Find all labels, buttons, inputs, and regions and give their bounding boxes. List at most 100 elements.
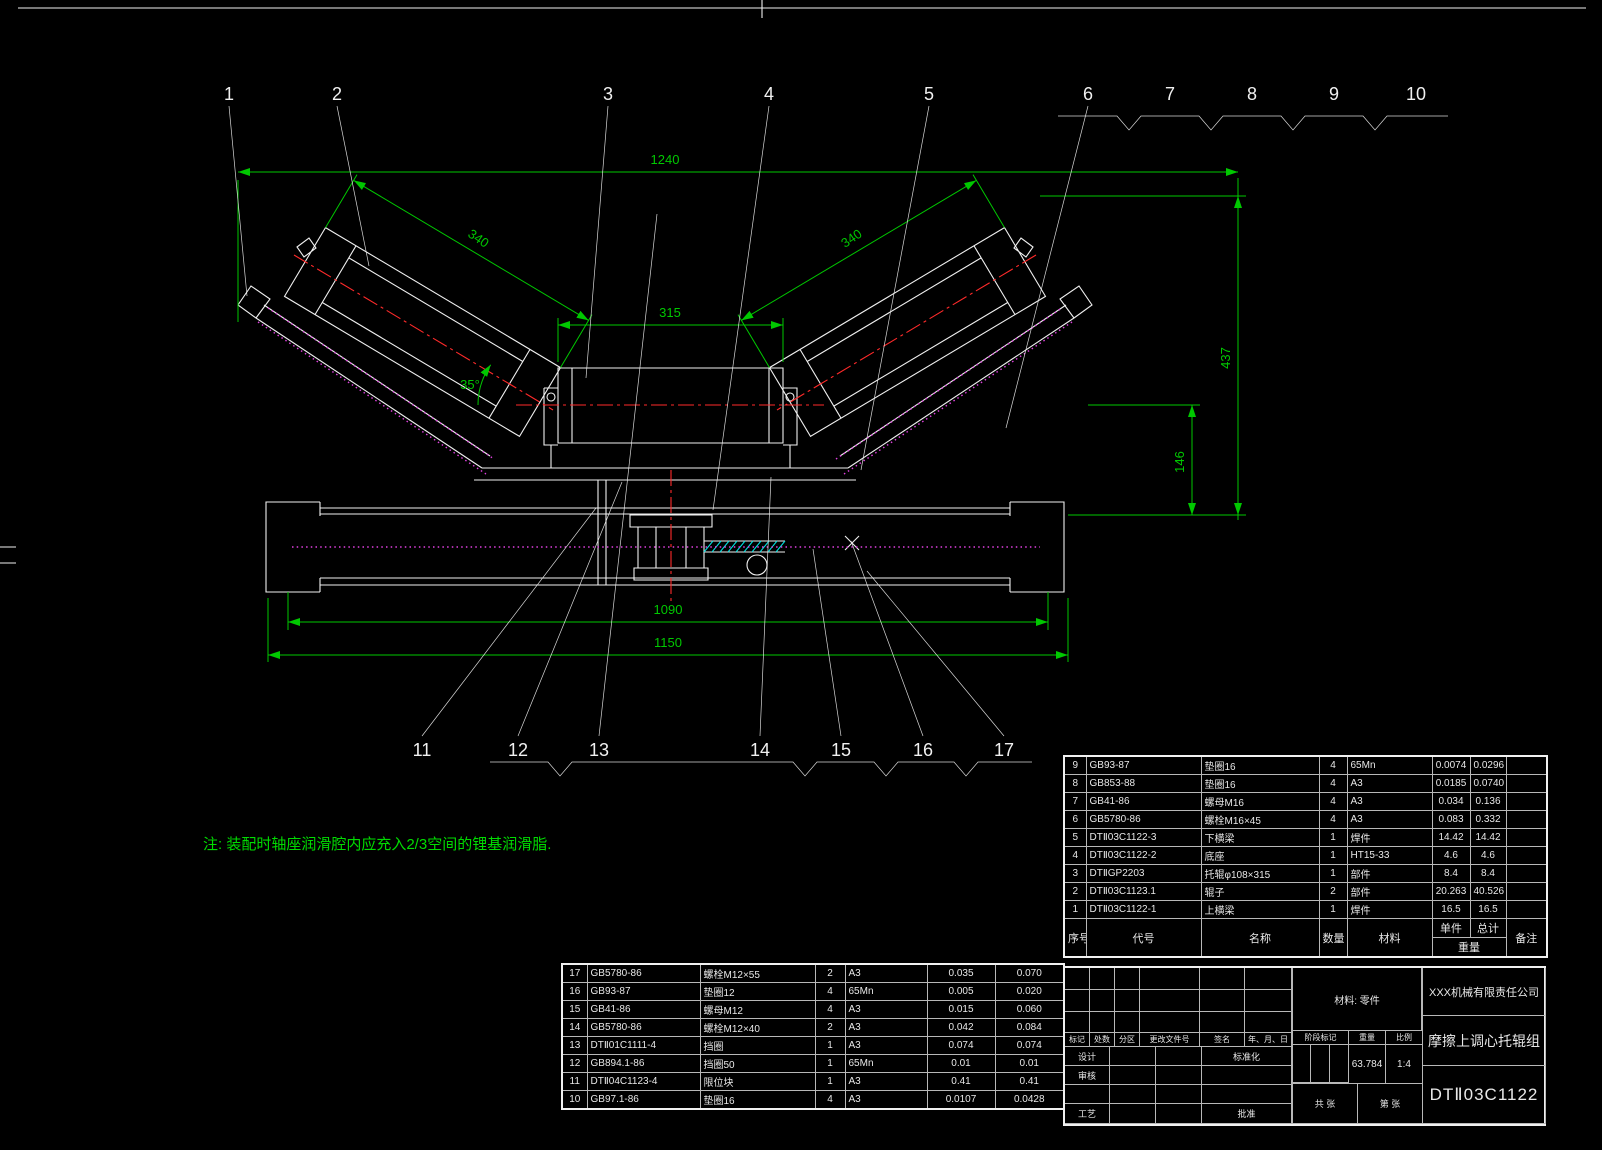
header-total-weight: 总计 — [1469, 918, 1507, 938]
col-unit-weight: 0.005 — [926, 982, 996, 1001]
callout-9: 9 — [1329, 84, 1339, 104]
col-no: 7 — [1063, 792, 1087, 811]
col-unit-weight: 0.01 — [926, 1054, 996, 1073]
col-total-weight: 14.42 — [1469, 828, 1507, 847]
col-qty: 4 — [1318, 810, 1348, 829]
centerlines — [293, 254, 1037, 602]
col-code: GB41-86 — [586, 1000, 701, 1019]
stage-box — [1311, 1045, 1330, 1083]
col-name: 挡圈50 — [699, 1054, 816, 1073]
col-code: GB5780-86 — [586, 963, 701, 983]
dimension-lines — [238, 168, 1242, 659]
col-unit-weight: 0.034 — [1431, 792, 1471, 811]
col-code: GB5780-86 — [586, 1018, 701, 1037]
col-code: GB41-86 — [1085, 792, 1202, 811]
callout-numbers-top: 1 2 3 4 5 6 7 8 9 10 — [224, 84, 1426, 104]
bom-header-row: 重量 — [1064, 937, 1547, 958]
col-material: A3 — [1346, 792, 1433, 811]
col-code: GB97.1-86 — [586, 1090, 701, 1110]
col-total-weight: 0.0296 — [1469, 755, 1507, 775]
col-material: A3 — [1346, 810, 1433, 829]
col-unit-weight: 16.5 — [1431, 900, 1471, 919]
signature-cell — [1110, 1066, 1156, 1085]
col-code: GB93-87 — [1085, 755, 1202, 775]
col-remark — [1505, 900, 1548, 919]
label-approve: 批准 — [1202, 1104, 1292, 1124]
signature-cell — [1202, 1085, 1292, 1104]
angle-arc-35 — [477, 364, 492, 406]
col-remark — [1505, 828, 1548, 847]
callout-11: 11 — [413, 740, 432, 760]
col-name: 底座 — [1200, 846, 1320, 865]
col-total-weight: 0.020 — [994, 982, 1065, 1001]
label-weight: 重量 — [1349, 1031, 1386, 1045]
col-qty: 2 — [814, 1018, 846, 1037]
col-qty: 2 — [814, 963, 846, 983]
col-qty: 1 — [1318, 846, 1348, 865]
revision-cell — [1115, 990, 1140, 1012]
header-remark: 备注 — [1505, 918, 1548, 958]
label-scale: 比例 — [1386, 1031, 1423, 1045]
col-unit-weight: 0.042 — [926, 1018, 996, 1037]
col-qty: 1 — [814, 1054, 846, 1073]
col-material: A3 — [844, 1036, 928, 1055]
col-name: 托辊φ108×315 — [1200, 864, 1320, 883]
col-qty: 4 — [814, 982, 846, 1001]
dim-text-1150: 1150 — [654, 635, 682, 650]
col-unit-weight: 8.4 — [1431, 864, 1471, 883]
col-unit-weight: 0.083 — [1431, 810, 1471, 829]
extension-lines — [237, 174, 1246, 662]
company-name: XXX机械有限责任公司 — [1422, 968, 1546, 1016]
col-no: 15 — [561, 1000, 588, 1019]
col-name: 下横梁 — [1200, 828, 1320, 847]
col-unit-weight: 0.015 — [926, 1000, 996, 1019]
dimension-texts: 1240 315 340 340 437 146 1090 1150 35° — [460, 152, 1233, 650]
stage-mark-boxes — [1293, 1045, 1349, 1084]
col-material: 65Mn — [844, 1054, 928, 1073]
label-standardize: 标准化 — [1202, 1047, 1292, 1066]
col-no: 12 — [561, 1054, 588, 1073]
header-qty: 数量 — [1318, 918, 1348, 958]
center-roller — [543, 367, 798, 468]
dim-text-1240: 1240 — [651, 152, 680, 167]
callout-leaders — [228, 105, 1089, 737]
revision-cell — [1090, 968, 1115, 990]
col-name: 挡圈 — [699, 1036, 816, 1055]
col-qty: 4 — [1318, 774, 1348, 793]
callout-10: 10 — [1406, 84, 1426, 104]
col-qty: 4 — [814, 1000, 846, 1019]
callout-2: 2 — [332, 84, 342, 104]
col-name: 垫圈16 — [1200, 774, 1320, 793]
col-material: A3 — [844, 963, 928, 983]
header-unit-weight: 单件 — [1431, 918, 1471, 938]
callout-15: 15 — [831, 740, 851, 760]
col-total-weight: 0.41 — [994, 1072, 1065, 1091]
signature-cell — [1156, 1066, 1202, 1085]
col-no: 11 — [561, 1072, 588, 1091]
callout-16: 16 — [913, 740, 933, 760]
callout-14: 14 — [750, 740, 770, 760]
revision-cell — [1200, 968, 1245, 990]
col-total-weight: 0.136 — [1469, 792, 1507, 811]
col-material: 65Mn — [1346, 755, 1433, 775]
signature-cell — [1202, 1066, 1292, 1085]
col-code: GB894.1-86 — [586, 1054, 701, 1073]
revision-cell — [1140, 990, 1200, 1012]
col-qty: 4 — [1318, 792, 1348, 811]
label-mark: 标记 — [1065, 1033, 1090, 1047]
col-total-weight: 0.060 — [994, 1000, 1065, 1019]
stage-box — [1293, 1045, 1312, 1083]
col-remark — [1505, 864, 1548, 883]
col-no: 17 — [561, 963, 588, 983]
header-material: 材料 — [1346, 918, 1433, 958]
label-count: 处数 — [1090, 1033, 1115, 1047]
signature-cell — [1156, 1104, 1202, 1124]
weight-value: 63.784 — [1349, 1045, 1386, 1084]
dim-text-1090: 1090 — [654, 602, 683, 617]
